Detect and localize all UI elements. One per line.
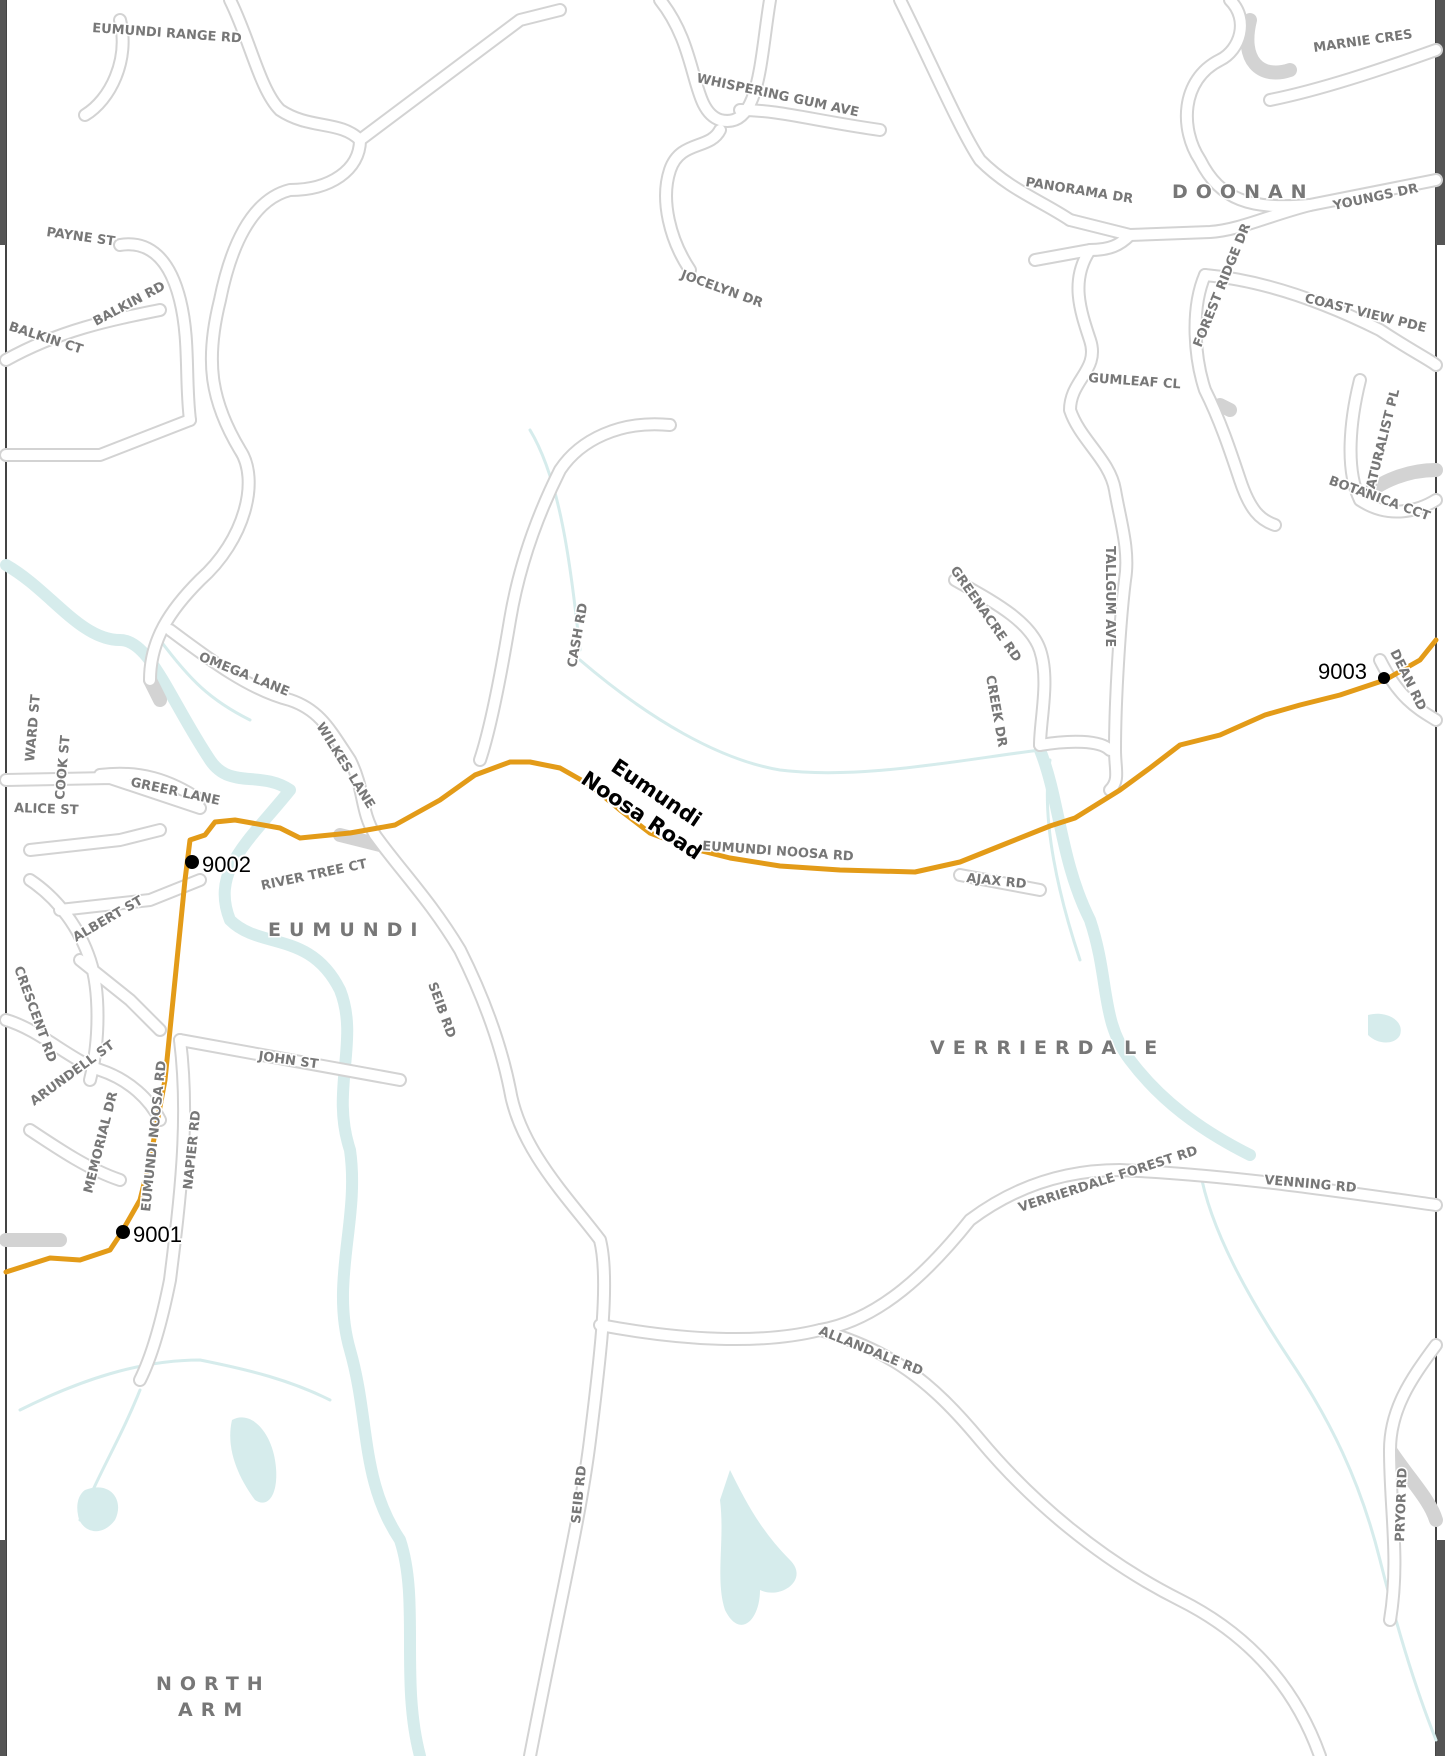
lake-2 [77,1487,119,1532]
stop-9002-marker[interactable] [185,855,199,869]
road-label-alice-st: ALICE ST [14,801,79,818]
stop-9001-label: 9001 [133,1222,182,1247]
road-label-cook-st: COOK ST [53,735,74,801]
road-label-pryor-rd: PRYOR RD [1393,1467,1411,1542]
place-label-arm: ARM [178,1699,250,1721]
stop-9003-label: 9003 [1318,659,1367,684]
stop-9001[interactable]: 9001 [116,1220,184,1249]
map-edge-strip-right [1436,0,1445,245]
place-label-eumundi: EUMUNDI [268,919,426,941]
stop-9003-marker[interactable] [1378,672,1390,684]
lake-3 [720,1470,797,1625]
route-line [3,637,1439,1275]
road-label-ward-st: WARD ST [23,694,44,763]
road-label-tallgum-ave: TALLGUM AVE [1102,546,1117,647]
lake-4 [1368,1013,1401,1043]
stop-9002-label: 9002 [202,852,251,877]
waterways [0,428,1438,1756]
stop-9002[interactable]: 9002 [185,850,253,879]
map-edge-strip-left [0,0,6,245]
place-label-doonan: DOONAN [1172,181,1315,203]
stop-9003[interactable]: 9003 [1316,657,1390,686]
map-edge-strip-left-bottom [0,1540,6,1756]
place-label-north: NORTH [156,1673,271,1695]
map-background [6,0,1436,1756]
stop-9001-marker[interactable] [116,1225,130,1239]
place-label-verrierdale: VERRIERDALE [930,1037,1165,1059]
road-label-ajax-rd: AJAX RD [966,871,1028,892]
lake-1 [230,1417,277,1503]
map-edge-strip-right-bottom [1436,1540,1445,1756]
